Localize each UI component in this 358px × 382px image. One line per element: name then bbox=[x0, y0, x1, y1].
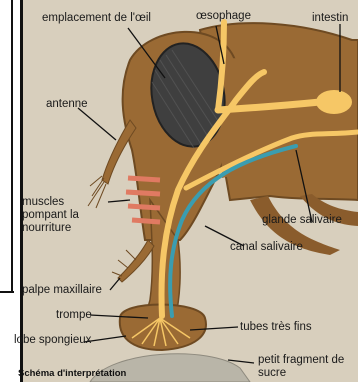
label-proboscis: trompe bbox=[56, 309, 92, 322]
photo-frame-left bbox=[20, 0, 23, 382]
label-antenna: antenne bbox=[46, 98, 88, 111]
label-salivary-canal: canal salivaire bbox=[230, 241, 303, 254]
intestine bbox=[316, 90, 352, 114]
label-spongy-lobe: lobe spongieux bbox=[14, 334, 91, 347]
left-panel bbox=[0, 0, 20, 382]
label-fine-tubes: tubes très fins bbox=[240, 321, 312, 334]
label-sugar-fragment: petit fragment de sucre bbox=[258, 354, 358, 380]
label-muscles: muscles pompant la nourriture bbox=[22, 196, 112, 235]
label-esophagus: œsophage bbox=[196, 10, 251, 23]
label-maxillary-palp: palpe maxillaire bbox=[22, 284, 102, 297]
label-eye-location: emplacement de l'œil bbox=[42, 12, 151, 25]
caption: Schéma d'interprétation bbox=[18, 368, 126, 379]
label-salivary-gland: glande salivaire bbox=[262, 214, 342, 227]
label-intestine: intestin bbox=[312, 12, 348, 25]
